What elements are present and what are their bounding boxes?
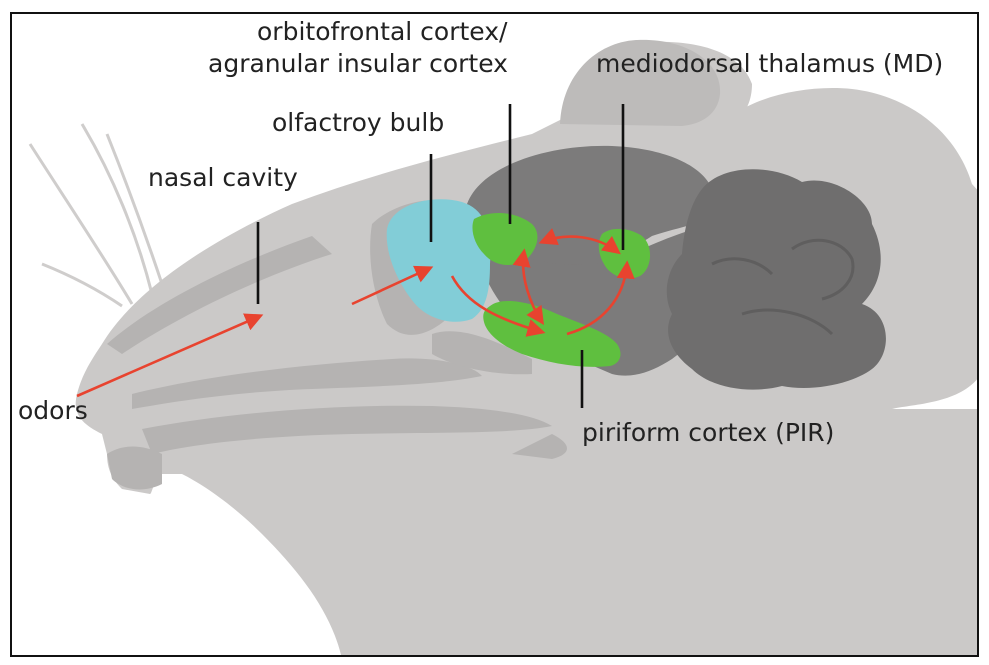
cerebellum (667, 169, 886, 389)
label-piriform: piriform cortex (PIR) (582, 419, 834, 447)
label-mediodorsal: mediodorsal thalamus (MD) (596, 50, 943, 78)
label-olfactory-bulb: olfactroy bulb (272, 109, 444, 137)
label-odors: odors (18, 397, 88, 425)
label-orbitofrontal-line1: orbitofrontal cortex/ (257, 18, 507, 46)
figure-frame: orbitofrontal cortex/ agranular insular … (10, 12, 979, 657)
label-orbitofrontal-line2: agranular insular cortex (208, 50, 508, 78)
whiskers (30, 124, 162, 306)
mouse-head-diagram (12, 14, 979, 657)
label-nasal-cavity: nasal cavity (148, 164, 298, 192)
